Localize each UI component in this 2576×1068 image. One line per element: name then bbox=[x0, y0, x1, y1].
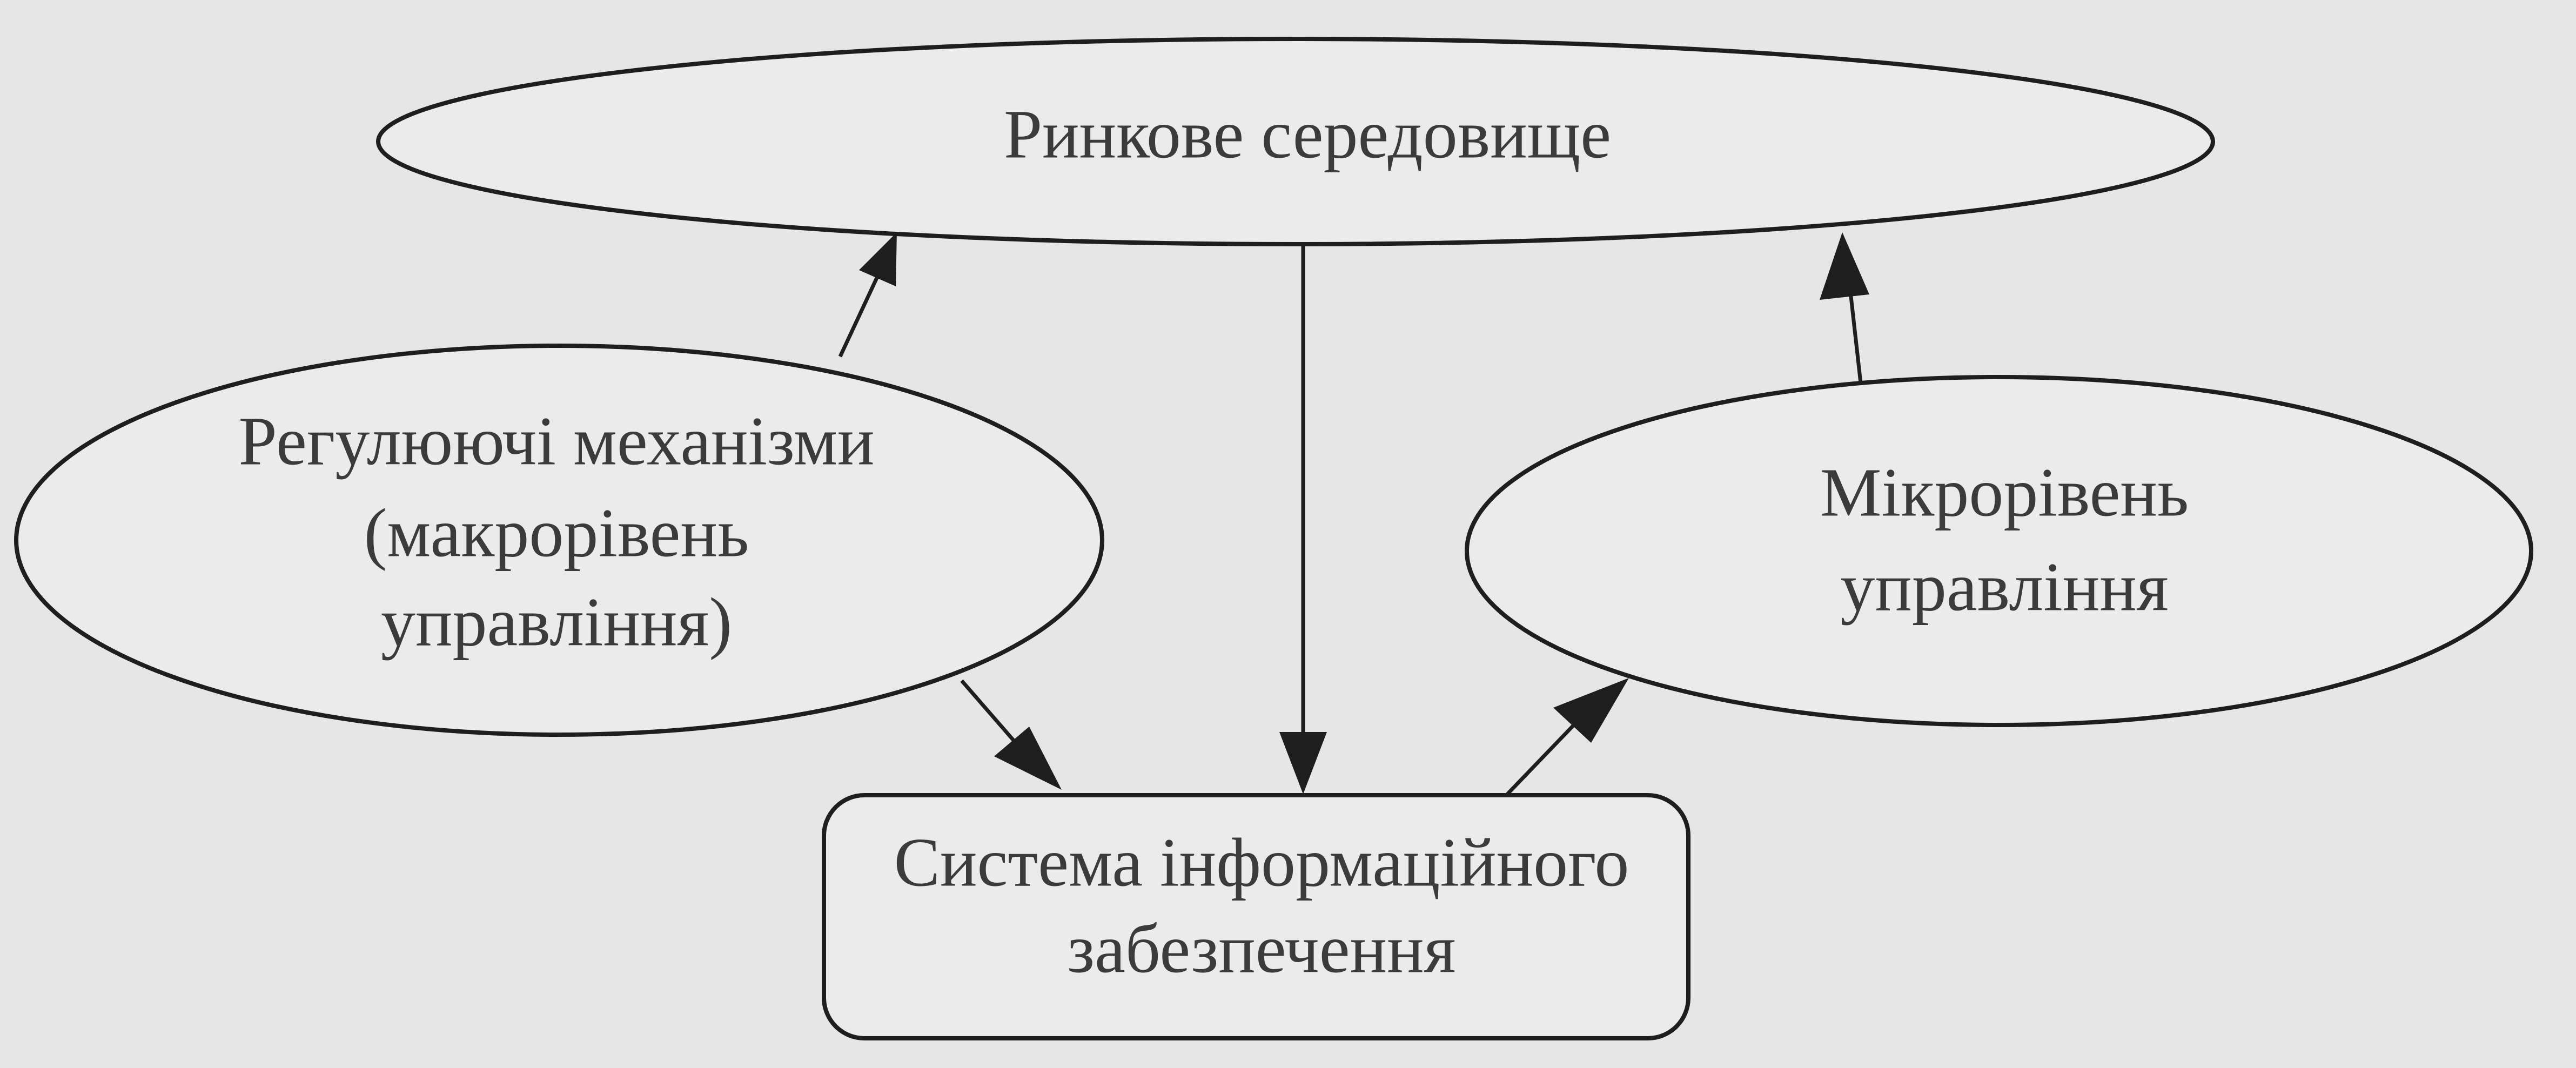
node-micro-line-1: Мікрорівень bbox=[1820, 454, 2189, 530]
edge-micro-to-market bbox=[1848, 291, 1863, 388]
diagram-edges bbox=[838, 232, 1869, 796]
edge-info-to-micro bbox=[1506, 722, 1577, 796]
node-info: Система інформаційного забезпечення bbox=[822, 793, 1691, 1040]
edge-regulating-to-info bbox=[960, 679, 1017, 744]
node-info-box bbox=[822, 793, 1691, 1040]
node-info-line-2: забезпечення bbox=[1068, 910, 1456, 987]
edge-market-to-info-arrowhead bbox=[1279, 732, 1327, 794]
node-regulating-line-1: Регулюючі механізми bbox=[239, 402, 875, 479]
edge-regulating-to-market-arrowhead bbox=[859, 232, 897, 286]
node-market-line-1: Ринкове середовище bbox=[1004, 96, 1611, 172]
node-regulating-ellipse bbox=[14, 344, 1104, 737]
edge-micro-to-market-arrowhead bbox=[1820, 232, 1869, 300]
node-info-line-1: Система інформаційного bbox=[894, 824, 1629, 901]
node-regulating: Регулюючі механізми (макрорівень управлі… bbox=[14, 344, 1104, 737]
node-regulating-line-3: управління) bbox=[381, 583, 732, 660]
node-micro: Мікрорівень управління bbox=[1465, 375, 2533, 727]
node-micro-ellipse bbox=[1465, 375, 2533, 727]
node-micro-line-2: управління bbox=[1840, 548, 2168, 625]
edge-regulating-to-info-arrowhead bbox=[994, 727, 1062, 790]
node-regulating-line-2: (макрорівень bbox=[364, 494, 749, 571]
edge-regulating-to-market bbox=[838, 274, 880, 358]
edge-info-to-micro-arrowhead bbox=[1553, 678, 1629, 743]
node-market: Ринкове середовище bbox=[376, 37, 2215, 246]
node-market-ellipse bbox=[376, 37, 2215, 246]
